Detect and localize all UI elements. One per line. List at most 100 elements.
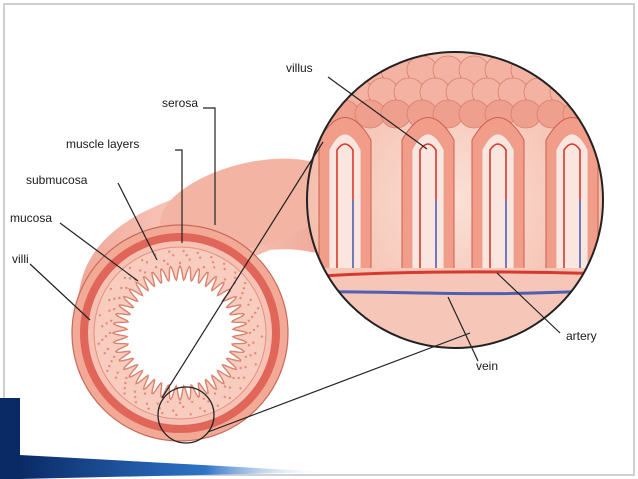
mucosa-dot	[172, 409, 175, 412]
mucosa-dot	[223, 267, 226, 271]
villus	[471, 117, 525, 290]
villi-leader	[29, 263, 91, 321]
mucosa-dot	[145, 261, 149, 264]
villus-tip	[510, 99, 542, 129]
mucosa-dot	[223, 395, 226, 399]
mucosa-dot	[139, 269, 142, 272]
mucosa-dot	[134, 395, 137, 399]
mucosa-dot	[98, 314, 102, 317]
label-villus: villus	[286, 61, 313, 75]
villus-core	[481, 133, 515, 271]
mucosa-dot	[243, 281, 247, 285]
artery-leader	[496, 272, 561, 334]
mucosa-dot	[228, 386, 232, 389]
label-villi: villi	[12, 252, 29, 266]
mucosa-dot	[222, 262, 226, 265]
mucosa-dot	[125, 376, 128, 380]
mucosa-dot	[168, 250, 171, 253]
mucosa-dot	[104, 335, 108, 338]
connector-line-top	[161, 141, 324, 399]
mucosa-dot	[101, 338, 104, 341]
mucosa-dot	[124, 381, 127, 385]
mucosa-dot	[143, 392, 147, 395]
villus-core	[555, 133, 589, 271]
mucosa-dot	[109, 319, 113, 322]
magnified-region	[157, 386, 215, 444]
mucosa-dot	[178, 261, 182, 265]
mucosa-dot	[147, 407, 150, 410]
mucosa-dot	[143, 271, 147, 274]
mucosa-dot	[134, 401, 138, 404]
mucosa-dot	[211, 261, 215, 264]
mucosa-dot	[123, 392, 126, 395]
mucosa-dot	[216, 404, 220, 407]
mucosa-dot	[228, 396, 232, 400]
villi-columns	[318, 117, 599, 290]
mucosa-dot	[108, 309, 111, 312]
mucosa-dot	[247, 344, 251, 347]
intestine-cross-section	[71, 158, 340, 444]
mucosa-dot	[105, 322, 108, 325]
mucosa-dot	[101, 325, 104, 328]
villus-arteriole	[419, 143, 437, 275]
mucosa-dot	[260, 335, 264, 338]
mucosa-dot	[125, 286, 128, 290]
mucosa-dot	[103, 352, 106, 355]
mucosa-dot	[113, 297, 116, 300]
mucosa-dot	[244, 355, 247, 359]
villus-core	[328, 133, 362, 271]
mucosa-dot	[252, 341, 255, 344]
mucosa-dot	[172, 254, 175, 257]
accent-bar	[0, 398, 20, 479]
mucosa-dot	[161, 411, 164, 415]
villus-arteriole	[563, 143, 581, 275]
mucosa-dot	[108, 298, 111, 302]
mucosa-dot	[116, 371, 119, 374]
mucosa-dot	[251, 315, 254, 319]
villus-arteriole	[336, 143, 354, 275]
mucosa-dot	[123, 276, 127, 279]
mucosa-dot	[162, 259, 166, 262]
mucosa-dot	[154, 266, 158, 269]
mucosa-dot	[156, 402, 159, 405]
artery-vessel	[307, 270, 603, 279]
label-serosa: serosa	[162, 96, 198, 110]
mucosa-dot	[110, 360, 113, 363]
mucosa-texture	[97, 249, 264, 417]
mucosa-dot	[234, 271, 237, 274]
mucosa-dot	[128, 277, 132, 280]
villus-leader	[327, 76, 428, 150]
mucosa-dot	[203, 410, 206, 413]
mucosa-dot	[182, 249, 185, 253]
mucosa-dot	[108, 364, 111, 368]
mucosa-dot	[207, 400, 210, 403]
mucosa-dot	[191, 400, 194, 404]
mucosa-dot	[202, 397, 206, 400]
mucosa-dot	[199, 407, 202, 410]
label-muscle-layers: muscle layers	[66, 137, 139, 151]
mucosa-dot	[237, 376, 240, 380]
mucosa-dot	[239, 366, 242, 370]
mucosa-dot	[247, 319, 251, 322]
submucosa-leader	[117, 182, 158, 261]
mucosa-dot	[114, 376, 118, 379]
mucosa-dot	[234, 276, 237, 279]
mucosa-dot	[247, 303, 250, 306]
mucosa-dot	[202, 266, 206, 269]
villus-tip	[380, 99, 412, 129]
magnified-villus-view	[306, 51, 604, 349]
villus-core	[411, 133, 445, 271]
mucosa-dot	[185, 254, 188, 257]
villus-tip	[354, 99, 386, 129]
mucosa-dot	[223, 278, 227, 281]
mucosa-dot	[166, 400, 169, 404]
mucosa-dot	[252, 328, 256, 331]
mucosa-dot	[223, 385, 227, 388]
mucosa-dot	[188, 258, 191, 261]
mucosa-dot	[249, 354, 252, 357]
connector-line-bottom	[207, 332, 471, 433]
mucosa-dot	[175, 413, 178, 417]
mucosa-dot	[256, 325, 259, 328]
